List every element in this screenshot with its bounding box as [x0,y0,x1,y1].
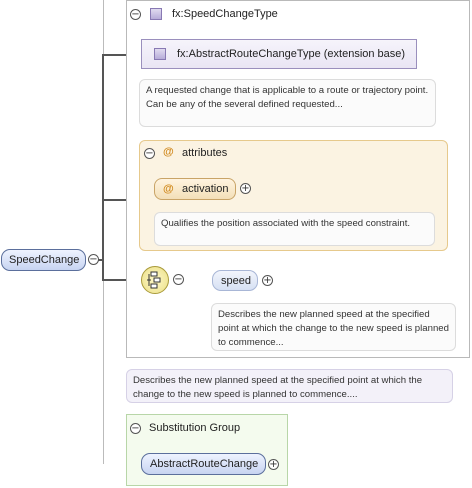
speed-label: speed [221,275,251,287]
substitution-member[interactable]: AbstractRouteChange [141,453,266,475]
element-documentation: Describes the new planned speed at the s… [126,369,453,403]
element-documentation-text: Describes the new planned speed at the s… [133,375,423,400]
square-icon [154,48,166,60]
speed-documentation: Describes the new planned speed at the s… [211,303,456,351]
speed-documentation-text: Describes the new planned speed at the s… [218,309,449,348]
root-element[interactable]: SpeedChange [1,249,86,271]
attributes-title: attributes [182,147,228,159]
substitution-title: Substitution Group [149,422,241,434]
minus-circle-icon[interactable]: − [130,423,141,434]
at-icon: @ [163,183,174,195]
type-title: fx:SpeedChangeType [172,8,278,20]
root-element-label: SpeedChange [9,254,80,266]
type-documentation: A requested change that is applicable to… [139,79,436,127]
activation-documentation: Qualifies the position associated with t… [154,212,435,246]
plus-circle-icon[interactable]: + [262,275,273,286]
type-documentation-text: A requested change that is applicable to… [146,85,429,110]
substitution-member-label: AbstractRouteChange [150,458,259,470]
plus-circle-icon[interactable]: + [240,183,251,194]
sequence-icon[interactable] [141,266,169,294]
minus-circle-icon[interactable]: − [88,254,99,265]
activation-label: activation [182,183,229,195]
square-icon [150,8,162,20]
at-icon: @ [163,146,174,158]
sequence-glyph [147,271,161,289]
root-connector [98,259,104,261]
minus-circle-icon[interactable]: − [144,148,155,159]
speed-element[interactable]: speed [212,270,258,291]
subst-connector [103,458,104,464]
plus-circle-icon[interactable]: + [268,459,279,470]
activation-attribute[interactable]: @ activation [154,178,236,200]
extension-base-box[interactable]: fx:AbstractRouteChangeType (extension ba… [141,39,417,69]
extension-base-label: fx:AbstractRouteChangeType (extension ba… [177,48,406,60]
activation-documentation-text: Qualifies the position associated with t… [161,218,411,229]
branch-extension [102,54,140,56]
minus-circle-icon[interactable]: − [130,9,141,20]
branch-sequence [102,279,142,281]
minus-circle-icon[interactable]: − [173,274,184,285]
tree-trunk-line [102,54,104,280]
